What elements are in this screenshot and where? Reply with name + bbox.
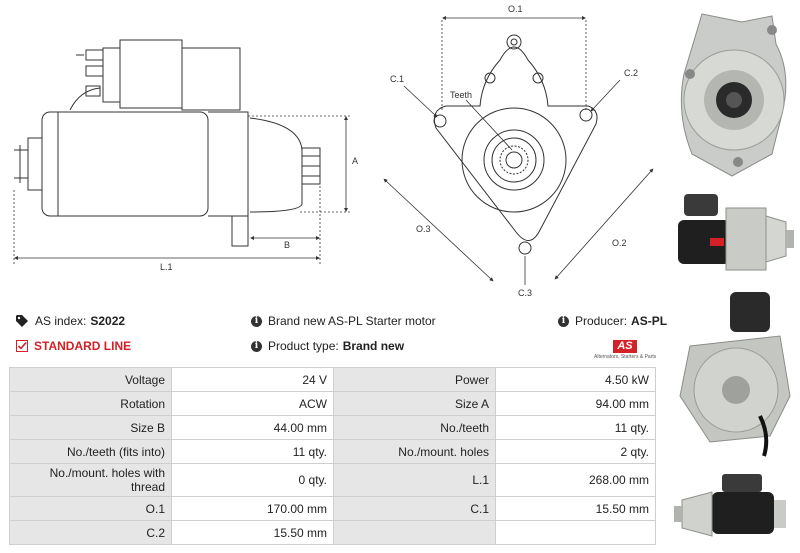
technical-drawings: A B L.1 O.1 C.1 C.2 Teeth O.3 O.2 C.3: [13, 4, 654, 298]
spec-value: 15.50 mm: [171, 520, 334, 545]
product-type-line: i Product type: Brand new: [251, 339, 404, 353]
spec-value: 2 qty.: [495, 439, 656, 464]
dim-label-b: B: [284, 240, 290, 250]
dim-label-o3: O.3: [416, 224, 431, 234]
spec-value: 11 qty.: [171, 439, 334, 464]
standard-line-line: STANDARD LINE: [16, 339, 131, 353]
spec-key: Power: [333, 367, 496, 392]
dim-label-c2: C.2: [624, 68, 638, 78]
logo-mark: AS: [613, 340, 637, 353]
spec-key: Rotation: [9, 391, 172, 416]
front-view-drawing: [433, 34, 598, 255]
spec-value: 268.00 mm: [495, 463, 656, 497]
dim-label-a: A: [352, 156, 358, 166]
spec-key: No./teeth: [333, 415, 496, 440]
spec-key: No./mount. holes: [333, 439, 496, 464]
as-index-value: S2022: [90, 314, 126, 328]
dim-label-teeth: Teeth: [450, 90, 472, 100]
spec-value: ACW: [171, 391, 334, 416]
dim-label-l1: L.1: [160, 262, 173, 272]
spec-key: Size B: [9, 415, 172, 440]
spec-value: 94.00 mm: [495, 391, 656, 416]
producer-label: Producer:: [575, 314, 628, 328]
spec-key: L.1: [333, 463, 496, 497]
spec-key: C.1: [333, 496, 496, 521]
logo-tagline: Alternators, Starters & Parts: [594, 354, 657, 360]
spec-value: 170.00 mm: [171, 496, 334, 521]
producer-value: AS-PL: [631, 314, 668, 328]
product-type-label: Product type:: [268, 339, 339, 353]
spec-key: Size A: [333, 391, 496, 416]
product-type-value: Brand new: [342, 339, 405, 353]
spec-value: 11 qty.: [495, 415, 656, 440]
spec-value: 15.50 mm: [495, 496, 656, 521]
spec-key: O.1: [9, 496, 172, 521]
product-photo-front: [672, 4, 798, 180]
spec-key: C.2: [9, 520, 172, 545]
spec-value: 24 V: [171, 367, 334, 392]
side-view-dimensions: [13, 115, 352, 264]
producer-line: i Producer: AS-PL: [558, 314, 667, 328]
as-index-label: AS index:: [35, 314, 87, 328]
product-photo-top: [672, 470, 798, 550]
info-icon: i: [251, 340, 262, 352]
dim-label-o2: O.2: [612, 238, 627, 248]
spec-row: No./teeth (fits into)11 qty.No./mount. h…: [9, 439, 656, 464]
check-square-icon: [16, 340, 28, 352]
product-photo-rear: [670, 286, 798, 462]
spec-value: 4.50 kW: [495, 367, 656, 392]
spec-key: [333, 520, 496, 545]
front-view-dimensions: [383, 16, 654, 285]
spec-value: [495, 520, 656, 545]
description-line: i Brand new AS-PL Starter motor: [251, 314, 436, 328]
standard-line-label: STANDARD LINE: [34, 339, 132, 353]
spec-key: Voltage: [9, 367, 172, 392]
info-icon: i: [251, 315, 262, 327]
spec-value: 0 qty.: [171, 463, 334, 497]
tag-icon: [16, 315, 28, 327]
dim-label-c3: C.3: [518, 288, 532, 298]
as-pl-logo: AS Alternators, Starters & Parts: [594, 336, 656, 360]
description-text: Brand new AS-PL Starter motor: [268, 314, 436, 328]
as-index-line: AS index: S2022: [16, 314, 125, 328]
spec-value: 44.00 mm: [171, 415, 334, 440]
info-icon: i: [558, 315, 569, 327]
spec-key: No./teeth (fits into): [9, 439, 172, 464]
spec-key: No./mount. holes with thread: [9, 463, 172, 497]
product-photo-side: [670, 186, 798, 278]
dim-label-c1: C.1: [390, 74, 404, 84]
dim-label-o1: O.1: [508, 4, 523, 14]
side-view-drawing: [14, 39, 321, 247]
